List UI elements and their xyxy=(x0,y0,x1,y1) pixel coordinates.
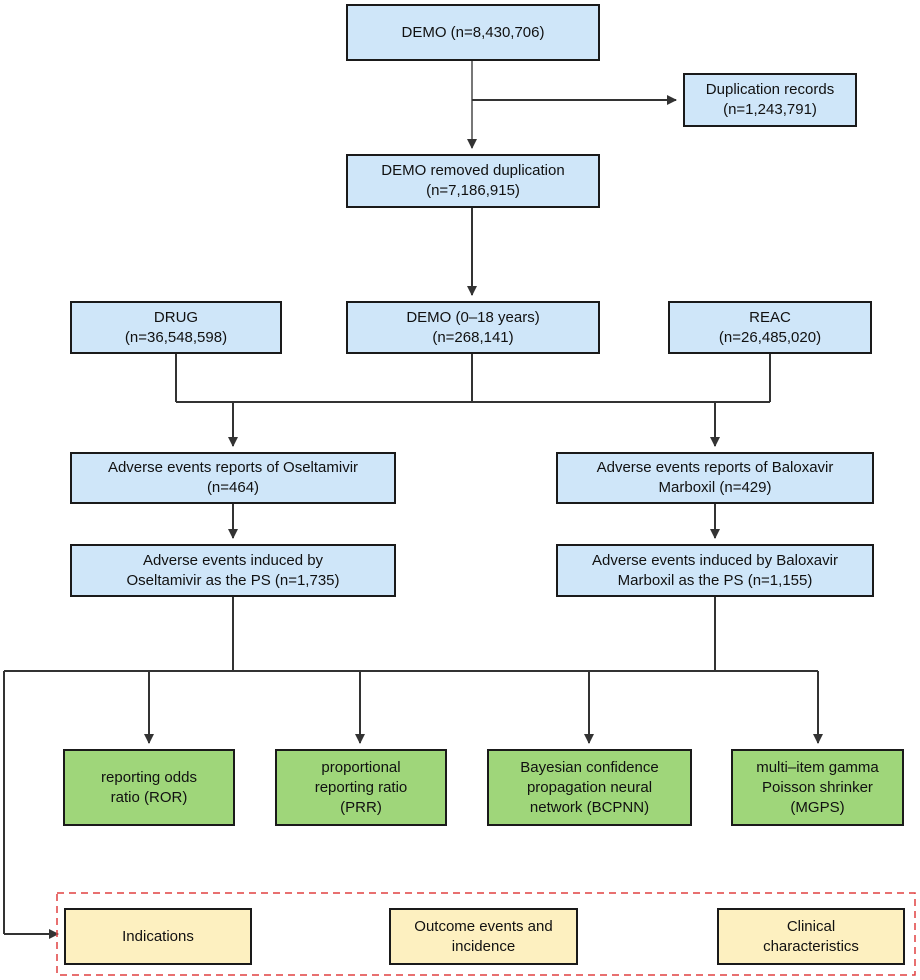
ror-line1: reporting odds xyxy=(101,768,197,786)
drug-box: DRUG (n=36,548,598) xyxy=(70,301,282,354)
ose-reports-label: Adverse events reports of Oseltamivir xyxy=(107,459,359,476)
bcpnn-line1: Bayesian confidence xyxy=(520,758,659,776)
bcpnn-method-box: Bayesian confidence propagation neural n… xyxy=(487,749,692,826)
demo-total-box: DEMO (n=8,430,706) xyxy=(346,4,600,61)
mgps-line3: (MGPS) xyxy=(790,798,845,816)
clinical-characteristics-box: Clinical characteristics xyxy=(717,908,905,965)
demo-age-label: DEMO (0–18 years) xyxy=(406,308,540,326)
ose-events-label: Adverse events induced by xyxy=(142,551,324,569)
mgps-line2: Poisson shrinker xyxy=(762,778,873,796)
reac-count: (n=26,485,020) xyxy=(718,328,822,346)
duplication-records-box: Duplication records (n=1,243,791) xyxy=(683,73,857,127)
prr-line3: (PRR) xyxy=(340,798,382,816)
bal-reports-label: Adverse events reports of Baloxavir xyxy=(596,459,834,476)
results-dashed-frame xyxy=(56,892,916,976)
duplication-label: Duplication records xyxy=(705,81,835,98)
oseltamivir-events-box: Adverse events induced by Oseltamivir as… xyxy=(70,544,396,597)
bal-events-label: Adverse events induced by Baloxavir xyxy=(592,551,838,569)
oseltamivir-reports-box: Adverse events reports of Oseltamivir (n… xyxy=(70,452,396,504)
bcpnn-line3: network (BCPNN) xyxy=(529,798,650,816)
ror-line2: ratio (ROR) xyxy=(110,788,188,806)
outcome-line2: incidence xyxy=(451,937,516,955)
baloxavir-reports-box: Adverse events reports of Baloxavir Marb… xyxy=(556,452,874,504)
mgps-method-box: multi–item gamma Poisson shrinker (MGPS) xyxy=(731,749,904,826)
demo-dedup-count: (n=7,186,915) xyxy=(426,182,520,199)
reac-label: REAC xyxy=(749,308,791,326)
demo-total-label: DEMO (n=8,430,706) xyxy=(401,23,545,41)
reac-box: REAC (n=26,485,020) xyxy=(668,301,872,354)
drug-count: (n=36,548,598) xyxy=(124,328,228,346)
indications-box: Indications xyxy=(64,908,252,965)
bal-events-count: Marboxil as the PS (n=1,155) xyxy=(617,571,813,589)
ror-method-box: reporting odds ratio (ROR) xyxy=(63,749,235,826)
mgps-line1: multi–item gamma xyxy=(756,758,879,776)
prr-line2: reporting ratio xyxy=(314,778,408,796)
prr-line1: proportional xyxy=(321,758,401,776)
ose-events-count: Oseltamivir as the PS (n=1,735) xyxy=(126,571,340,589)
indications-label: Indications xyxy=(122,927,194,945)
demo-age-count: (n=268,141) xyxy=(432,328,514,346)
duplication-count: (n=1,243,791) xyxy=(723,101,817,118)
outcome-events-box: Outcome events and incidence xyxy=(389,908,578,965)
outcome-line1: Outcome events and xyxy=(414,917,553,935)
baloxavir-events-box: Adverse events induced by Baloxavir Marb… xyxy=(556,544,874,597)
prr-method-box: proportional reporting ratio (PRR) xyxy=(275,749,447,826)
demo-age-box: DEMO (0–18 years) (n=268,141) xyxy=(346,301,600,354)
bcpnn-line2: propagation neural xyxy=(526,778,653,796)
ose-reports-count: (n=464) xyxy=(206,479,260,496)
demo-dedup-label: DEMO removed duplication xyxy=(381,162,565,179)
clinical-line1: Clinical xyxy=(786,917,836,935)
clinical-line2: characteristics xyxy=(763,937,859,955)
demo-dedup-box: DEMO removed duplication (n=7,186,915) xyxy=(346,154,600,208)
drug-label: DRUG xyxy=(153,308,199,326)
bal-reports-count: Marboxil (n=429) xyxy=(658,479,772,496)
